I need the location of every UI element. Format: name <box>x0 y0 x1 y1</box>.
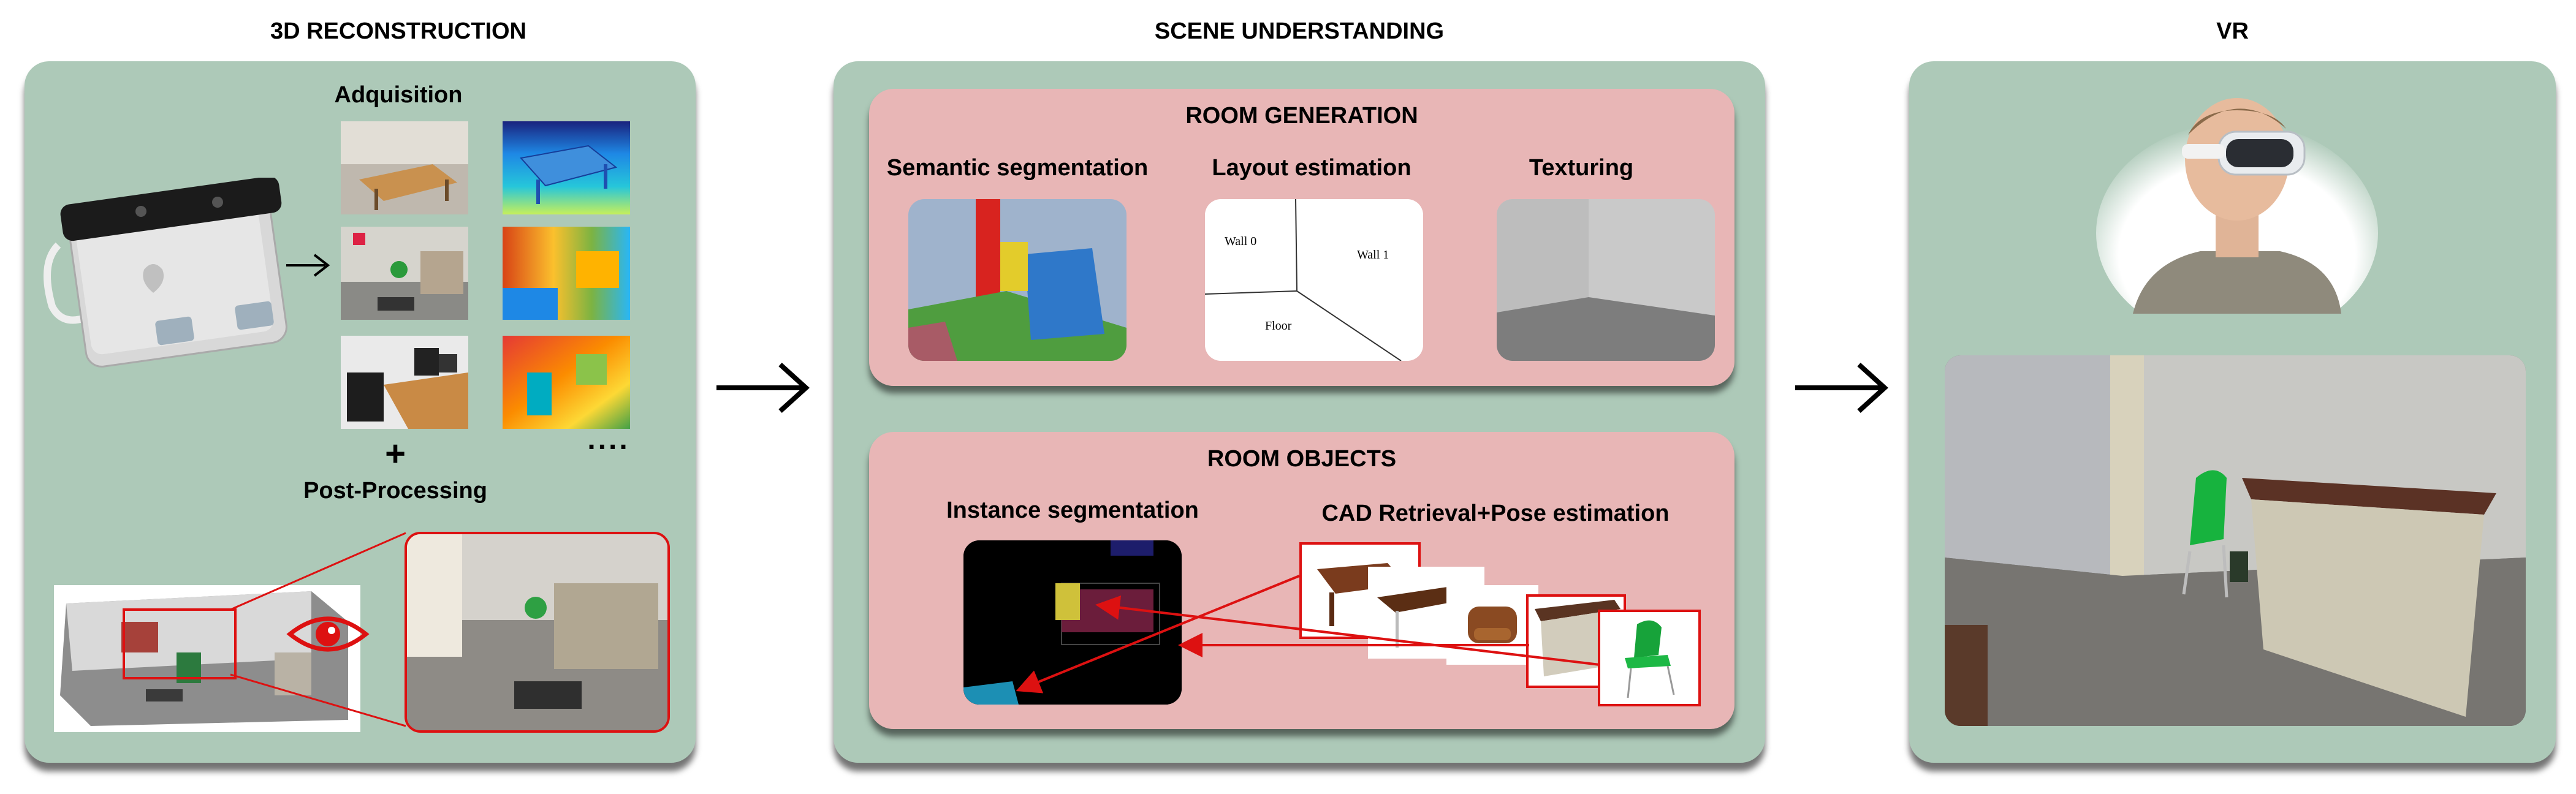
wall0-label: Wall 0 <box>1225 235 1257 248</box>
viewpoint-highlight-box <box>123 608 237 679</box>
cad-retrieval-label: CAD Retrieval+Pose estimation <box>1321 501 1670 526</box>
semantic-segmentation-image <box>908 199 1127 361</box>
floor-label: Floor <box>1265 319 1292 333</box>
depth-frame-3 <box>503 336 630 429</box>
flow-arrow-icon <box>716 363 810 413</box>
layout-estimation-image: Wall 0 Wall 1 Floor <box>1205 199 1423 361</box>
instance-segmentation-label: Instance segmentation <box>946 497 1199 523</box>
acquisition-label: Adquisition <box>334 82 463 108</box>
rgb-frame-2 <box>341 227 468 320</box>
depth-frame-2 <box>503 227 630 320</box>
postprocessing-label: Post-Processing <box>303 478 487 504</box>
section-title-vr: VR <box>2216 18 2249 44</box>
eye-icon <box>286 616 370 652</box>
wall1-label: Wall 1 <box>1357 248 1389 262</box>
rgb-frame-1 <box>341 121 468 214</box>
acquisition-arrow-icon <box>286 254 330 277</box>
vr-room-image <box>1945 355 2526 726</box>
section-title-understanding: SCENE UNDERSTANDING <box>1154 18 1445 44</box>
more-frames-ellipsis: .... <box>587 423 630 456</box>
section-title-reconstruction: 3D RECONSTRUCTION <box>270 18 527 44</box>
rendered-view-image <box>405 532 670 733</box>
zoom-connector-lines <box>230 532 406 727</box>
flow-arrow-icon <box>1795 363 1888 413</box>
tablet-scanner-icon <box>44 178 287 368</box>
semantic-segmentation-label: Semantic segmentation <box>886 155 1149 181</box>
vr-headset-user-icon <box>2096 98 2378 314</box>
texturing-label: Texturing <box>1529 155 1634 181</box>
layout-lines <box>1205 199 1402 361</box>
layout-estimation-label: Layout estimation <box>1212 155 1411 181</box>
room-generation-title: ROOM GENERATION <box>1185 103 1418 129</box>
depth-frame-1 <box>503 121 630 214</box>
cad-model-chair <box>1598 610 1701 706</box>
plus-sign: + <box>385 434 406 474</box>
rgb-frame-3 <box>341 336 468 429</box>
texturing-image <box>1497 199 1715 361</box>
room-objects-title: ROOM OBJECTS <box>1207 446 1397 472</box>
